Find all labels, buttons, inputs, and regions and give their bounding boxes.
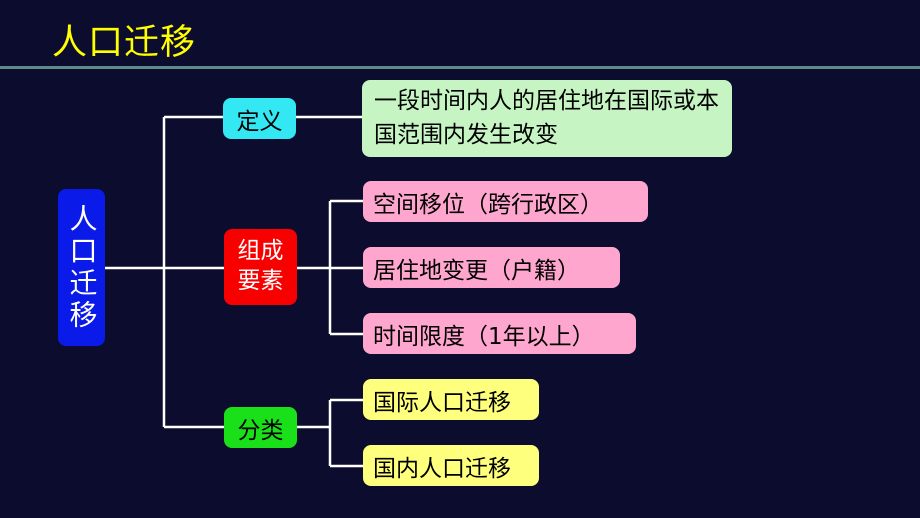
classification-leaf-international: 国际人口迁移 (363, 379, 539, 420)
category-components: 组成要素 (224, 229, 297, 305)
classification-leaf-domestic: 国内人口迁移 (363, 445, 539, 486)
title-divider (0, 66, 920, 69)
root-node-population-migration: 人口迁移 (58, 189, 105, 346)
category-definition: 定义 (223, 98, 296, 139)
slide-title: 人口迁移 (52, 23, 197, 63)
component-leaf-time: 时间限度（1年以上） (363, 313, 636, 354)
component-leaf-residence: 居住地变更（户籍） (363, 247, 620, 288)
component-leaf-spatial: 空间移位（跨行政区） (363, 181, 648, 222)
category-classification: 分类 (224, 407, 297, 448)
definition-leaf: 一段时间内人的居住地在国际或本国范围内发生改变 (362, 80, 732, 157)
